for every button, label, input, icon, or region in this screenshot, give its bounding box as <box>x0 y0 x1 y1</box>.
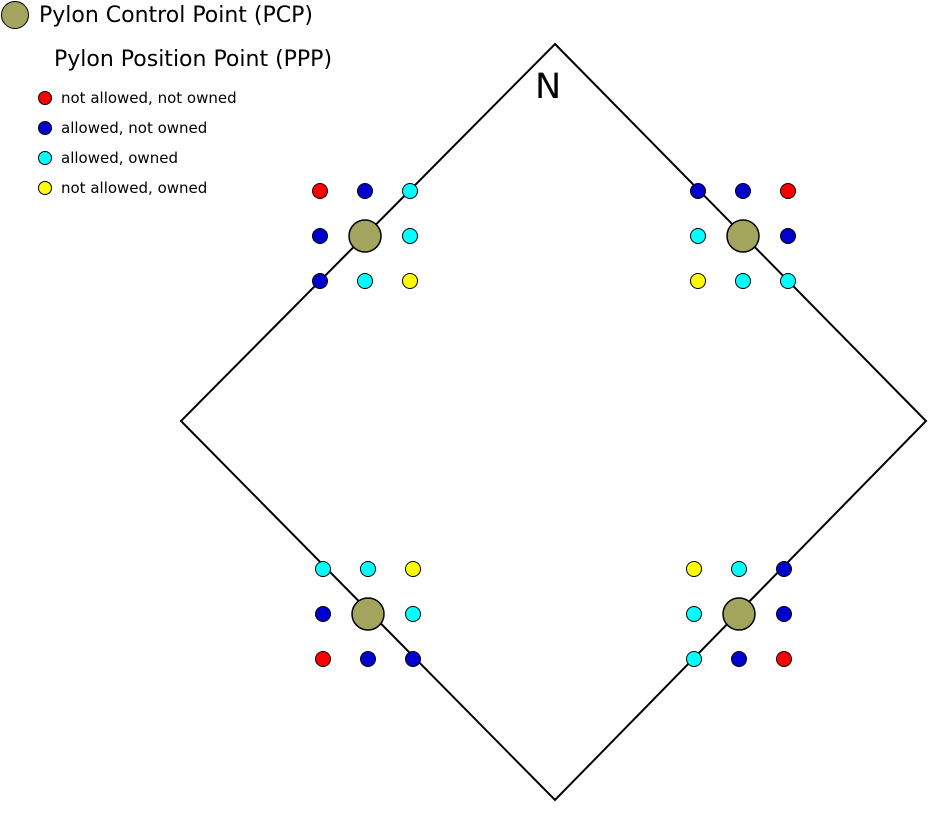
ppp-dot-cyan <box>402 183 418 199</box>
ppp-dot-cyan <box>405 606 421 622</box>
ppp-dot-yellow <box>402 273 418 289</box>
ppp-dot-blue <box>776 561 792 577</box>
pcp-circle-lower-left <box>351 597 385 631</box>
flight-zone-outline <box>179 42 928 802</box>
ppp-dot-blue <box>780 228 796 244</box>
legend-item-label: allowed, owned <box>61 149 178 167</box>
ppp-dot-blue <box>312 273 328 289</box>
pcp-circle-icon <box>1 1 29 29</box>
ppp-dot-blue <box>315 606 331 622</box>
ppp-dot-blue <box>731 651 747 667</box>
ppp-dot-cyan <box>686 606 702 622</box>
ppp-dot-blue <box>776 606 792 622</box>
legend-item-label: allowed, not owned <box>61 119 208 137</box>
ppp-dot-cyan <box>357 273 373 289</box>
ppp-dot-cyan <box>780 273 796 289</box>
legend-item-cyan: allowed, owned <box>38 143 237 173</box>
ppp-dot-cyan <box>402 228 418 244</box>
north-label: N <box>535 67 562 107</box>
legend-item-yellow: not allowed, owned <box>38 173 237 203</box>
ppp-dot-cyan <box>690 228 706 244</box>
ppp-dot-blue <box>312 228 328 244</box>
legend-item-red: not allowed, not owned <box>38 83 237 113</box>
ppp-dot-blue <box>690 183 706 199</box>
ppp-dot-red <box>312 183 328 199</box>
yellow-dot-icon <box>38 181 52 195</box>
legend-item-label: not allowed, owned <box>61 179 208 197</box>
legend-item-label: not allowed, not owned <box>61 89 237 107</box>
ppp-dot-blue <box>357 183 373 199</box>
cyan-dot-icon <box>38 151 52 165</box>
ppp-dot-red <box>776 651 792 667</box>
ppp-dot-cyan <box>735 273 751 289</box>
ppp-dot-blue <box>360 651 376 667</box>
pcp-circle-lower-right <box>722 597 756 631</box>
ppp-dot-blue <box>735 183 751 199</box>
ppp-dot-yellow <box>690 273 706 289</box>
pcp-circle-upper-right <box>726 219 760 253</box>
legend-item-blue: allowed, not owned <box>38 113 237 143</box>
pcp-circle-upper-left <box>348 219 382 253</box>
pcp-legend-label: Pylon Control Point (PCP) <box>39 2 313 28</box>
pcp-legend-row: Pylon Control Point (PCP) <box>1 1 313 29</box>
ppp-dot-cyan <box>360 561 376 577</box>
ppp-dot-cyan <box>686 651 702 667</box>
blue-dot-icon <box>38 121 52 135</box>
ppp-dot-blue <box>405 651 421 667</box>
ppp-legend-title: Pylon Position Point (PPP) <box>54 47 333 72</box>
pylon-clusters <box>312 183 796 667</box>
ppp-legend-items: not allowed, not owned allowed, not owned… <box>38 83 237 203</box>
ppp-dot-cyan <box>731 561 747 577</box>
red-dot-icon <box>38 91 52 105</box>
ppp-dot-red <box>780 183 796 199</box>
ppp-dot-yellow <box>686 561 702 577</box>
ppp-dot-cyan <box>315 561 331 577</box>
ppp-dot-red <box>315 651 331 667</box>
ppp-dot-yellow <box>405 561 421 577</box>
